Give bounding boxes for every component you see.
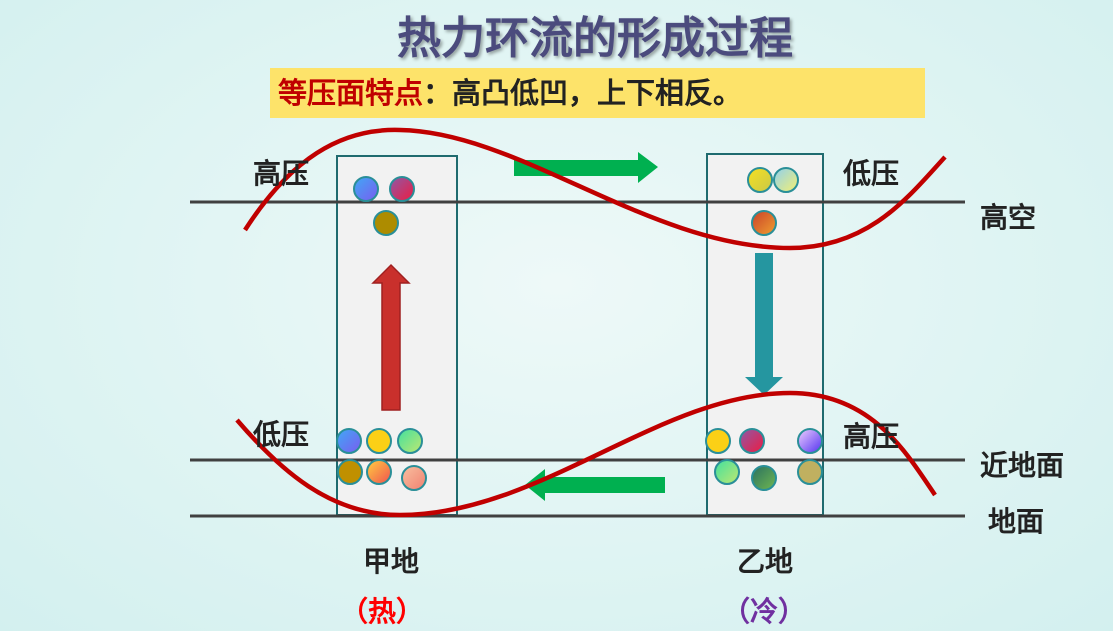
label-high-pressure-upper-jia: 高压 <box>253 157 310 190</box>
sinking-air-arrow <box>745 253 783 395</box>
slide-title: 热力环流的形成过程 <box>397 13 793 64</box>
place-yi-state: （冷） <box>722 595 807 628</box>
surface-wind-arrow <box>525 469 665 501</box>
place-jia-state: （热） <box>340 595 425 628</box>
upper-isobar-curve <box>243 127 947 251</box>
feature-text: ：高凸低凹，上下相反。 <box>423 76 743 110</box>
label-high-pressure-surface-yi: 高压 <box>843 420 900 453</box>
label-upper-level: 高空 <box>980 201 1037 234</box>
feature-banner: 等压面特点：高凸低凹，上下相反。 <box>270 68 925 118</box>
surface-isobar-curve <box>235 390 937 518</box>
feature-label: 等压面特点 <box>278 76 424 110</box>
air-particles <box>336 167 823 491</box>
place-jia: 甲地 <box>363 545 420 578</box>
rising-air-arrow <box>371 263 411 411</box>
label-low-pressure-surface-jia: 低压 <box>253 418 310 451</box>
label-ground: 地面 <box>988 505 1045 538</box>
label-low-pressure-upper-yi: 低压 <box>843 157 900 190</box>
place-yi: 乙地 <box>737 545 794 578</box>
label-near-ground: 近地面 <box>980 449 1065 482</box>
